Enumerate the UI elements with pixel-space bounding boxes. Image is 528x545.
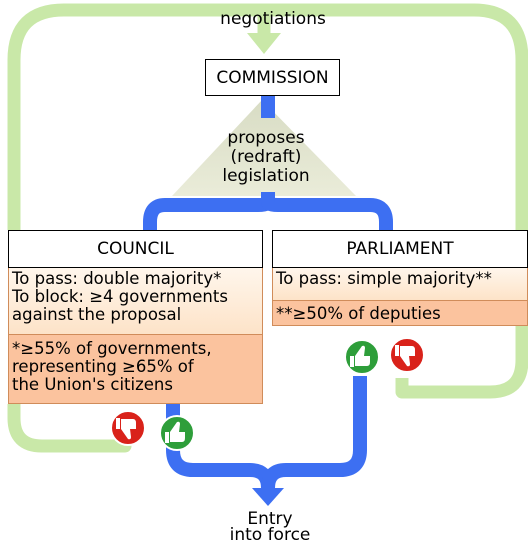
- commission-title: COMMISSION: [216, 67, 329, 88]
- council-threshold-line2: representing ≥65% of: [12, 357, 194, 376]
- council-rule-block-cont: against the proposal: [12, 305, 182, 324]
- legislation-arrowhead-icon: [252, 488, 284, 506]
- council-rules-panel: To pass: double majority* To block: ≥4 g…: [8, 268, 263, 334]
- negotiations-label: negotiations: [220, 9, 326, 29]
- negotiation-arrow-icon: [7, 3, 528, 453]
- thumbs-up-icon: [159, 415, 195, 451]
- thumbs-down-icon: [110, 410, 146, 446]
- council-threshold-panel: *≥55% of governments, representing ≥65% …: [8, 334, 263, 404]
- thumbs-down-icon: [389, 337, 425, 373]
- council-title: COUNCIL: [97, 239, 174, 259]
- parliament-threshold-panel: **≥50% of deputies: [272, 300, 528, 326]
- parliament-box: PARLIAMENT: [272, 230, 528, 268]
- negotiation-arrowhead-icon: [247, 33, 281, 54]
- parliament-rule-pass: To pass: simple majority**: [276, 269, 492, 288]
- outcome-line1: Entry: [247, 509, 293, 529]
- council-rule-pass: To pass: double majority*: [12, 269, 222, 288]
- council-threshold-line3: the Union's citizens: [12, 375, 173, 394]
- parliament-threshold-text: **≥50% of deputies: [276, 304, 441, 323]
- parliament-title: PARLIAMENT: [346, 239, 454, 259]
- commission-action-line2: (redraft): [230, 147, 302, 167]
- proposal-fan: [172, 100, 356, 196]
- legislation-arrow-icon: [143, 96, 393, 489]
- thumbs-up-icon: [344, 339, 380, 375]
- council-rule-block: To block: ≥4 governments: [12, 287, 228, 306]
- commission-action-line3: legislation: [222, 166, 310, 186]
- council-threshold-line1: *≥55% of governments,: [12, 339, 212, 358]
- parliament-rules-panel: To pass: simple majority**: [272, 268, 528, 300]
- commission-action-line1: proposes: [227, 128, 305, 148]
- commission-box: COMMISSION: [205, 59, 340, 96]
- entry-into-force-label: Entry into force: [0, 509, 528, 545]
- commission-action-label: proposes (redraft) legislation: [0, 129, 528, 186]
- outcome-line2: into force: [229, 525, 311, 545]
- council-box: COUNCIL: [8, 230, 263, 268]
